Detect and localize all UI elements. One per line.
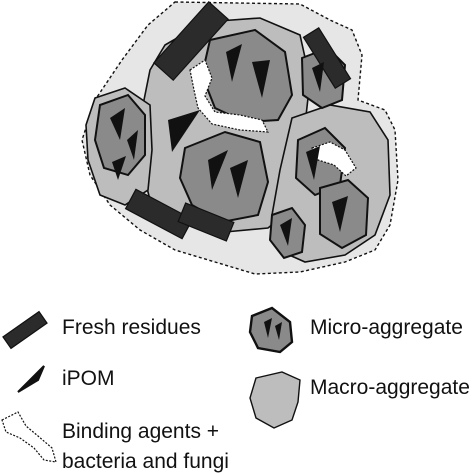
ipom-particle	[127, 130, 138, 160]
binding-agents	[189, 59, 357, 177]
legend-macro-aggregate-icon	[249, 371, 301, 429]
legend: Fresh residues iPOM Binding agents + bac…	[1, 306, 470, 473]
ipom-particle	[112, 156, 126, 180]
ipom-particle	[306, 146, 320, 180]
ipom-particles	[110, 44, 348, 246]
ipom-particle	[280, 218, 292, 246]
binding-agent-strand-top	[189, 59, 270, 133]
fresh-residue-bottom	[177, 202, 235, 242]
fresh-residue-right-top	[302, 26, 352, 90]
ipom-particle	[332, 196, 348, 232]
legend-micro-aggregate-label: Micro-aggregate	[310, 316, 463, 339]
binding-agent-strand-right	[311, 141, 357, 177]
fresh-residues	[124, 0, 352, 242]
ipom-particle	[226, 44, 242, 82]
ipom-particle	[312, 62, 324, 92]
legend-micro-aggregate-ipom-icon	[264, 318, 272, 338]
legend-binding-agents-icon	[1, 411, 57, 463]
legend-binding-agents-label-line1: Binding agents +	[62, 420, 219, 443]
ipom-particle	[230, 160, 248, 198]
ipom-particle	[252, 60, 270, 98]
legend-ipom-label: iPOM	[62, 367, 115, 390]
ipom-particle	[110, 108, 125, 140]
legend-micro-aggregate-icon	[248, 306, 294, 354]
micro-aggregate-center	[178, 130, 270, 224]
legend-fresh-residues-icon	[2, 310, 48, 350]
ipom-particle	[168, 110, 200, 152]
legend-binding-agents-label-line2: bacteria and fungi	[62, 450, 229, 473]
fresh-residue-bottom-left	[124, 188, 194, 240]
legend-fresh-residues-label: Fresh residues	[62, 316, 201, 339]
ipom-particle	[208, 150, 228, 190]
fresh-residue-top	[153, 0, 229, 82]
legend-macro-aggregate-label: Macro-aggregate	[310, 376, 470, 399]
legend-ipom-icon	[17, 365, 45, 393]
legend-micro-aggregate-ipom-icon	[275, 322, 282, 340]
